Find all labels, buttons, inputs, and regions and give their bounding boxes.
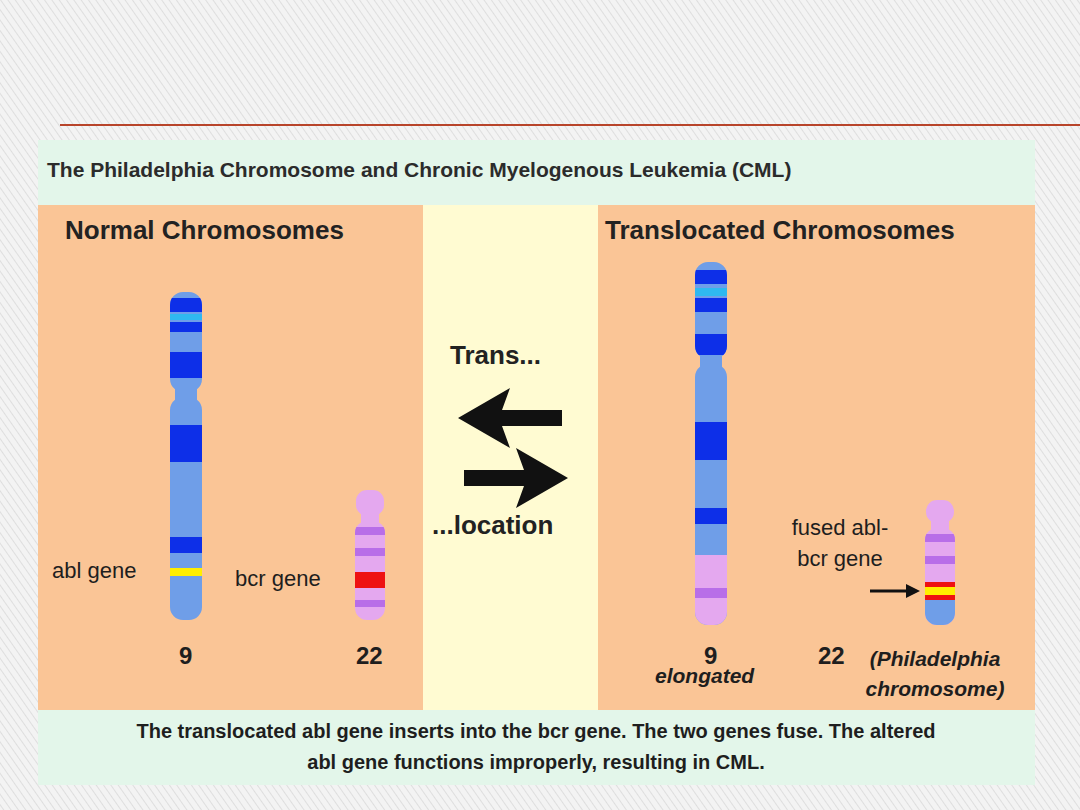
chromosome-number: 22 [818,642,845,670]
chromosome-9-elongated [690,255,732,630]
chromosome-9-normal [165,285,207,625]
chromosome-note: elongated [655,664,754,688]
arrow-label: ...location [432,510,553,541]
rule-line [60,124,1080,126]
left-panel-fill [38,205,423,710]
panel: Normal Chromosomes [38,205,423,710]
right-arrow [464,448,568,508]
figure-frame [38,140,1035,785]
pointer-head [906,584,920,598]
right-panel-fill [598,205,1035,710]
caption: The translocated abl gene inserts into t… [130,716,942,778]
panel-heading: Normal Chromosomes [65,215,344,246]
caption-bar [38,710,1035,785]
left-arrow [458,388,562,448]
philadelphia-chromosome [920,495,960,630]
title: The Philadelphia Chromosome and Chronic … [47,158,791,182]
panel: Translocated Chromosomes [598,205,1035,710]
gene-label: abl gene [52,558,136,584]
chromosome-22-normal [350,485,390,625]
chromosome-number: 22 [356,642,383,670]
panel-heading: Translocated Chromosomes [605,215,955,246]
chromosome-number: 9 [179,642,192,670]
gene-label: bcr gene [235,566,321,592]
middle-panel-fill [423,205,598,710]
chromosome-note: (Philadelphia chromosome) [845,644,1025,704]
fusion-label: fused abl-bcr gene [790,512,890,574]
pointer-line [870,590,908,593]
arrow-label: Trans... [450,340,541,371]
title-bar [38,140,1035,205]
panel: Trans... ...location [423,205,598,710]
